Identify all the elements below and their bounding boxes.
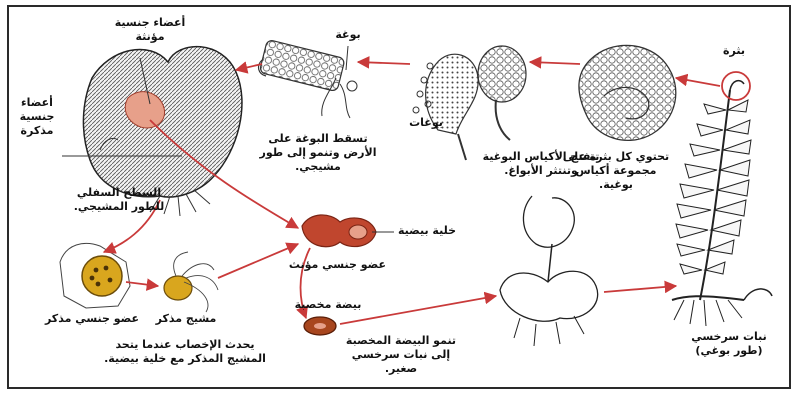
- label-underside-gametophyte: السطح السفلي للطور المشيجي.: [64, 186, 174, 214]
- male-gamete: [164, 252, 218, 312]
- arrow-sorus-to-sporangia: [530, 62, 580, 64]
- label-female-organs: أعضاء جنسية مؤنثة: [110, 16, 190, 44]
- germinating-spore: [259, 39, 357, 118]
- arrow-sporangia-to-spore: [358, 62, 410, 64]
- archegonium-with-egg: [302, 215, 394, 247]
- fertilized-egg: [304, 317, 336, 335]
- label-female-organ: عضو جنسي مؤنث: [290, 258, 386, 272]
- sorus-cluster: [579, 45, 676, 140]
- antheridium-group: [60, 243, 130, 308]
- arrow-young-fern-to-adult: [604, 286, 676, 292]
- label-spore: بوغة: [326, 28, 370, 42]
- label-male-gamete: مشيج مذكر: [150, 312, 222, 326]
- label-zygote-grows: تنمو البيضة المخصبة إلى نبات سرخسي صغير.: [340, 334, 462, 376]
- label-fern-plant: نبات سرخسي (طور بوغي): [688, 330, 770, 358]
- label-male-organs: أعضاء جنسية مذكرة: [14, 96, 60, 138]
- young-sporophyte: [500, 196, 598, 346]
- label-male-organ: عضو جنسي مذكر: [44, 312, 140, 326]
- label-spore-falls: تسقط البوغة على الأرض وتنمو إلى طور مشيج…: [258, 132, 378, 174]
- arrow-fern-to-sorus: [676, 78, 720, 86]
- label-sorus: بثرة: [712, 44, 756, 58]
- label-spores: بوغات: [402, 116, 450, 130]
- sporangia-opening: [413, 46, 526, 160]
- label-fertilized-egg: بيضة مخصبة: [292, 298, 364, 312]
- label-sorus-contains: تحتوي كل بثرة على مجموعة أكياس بوغية.: [560, 150, 672, 192]
- arrow-antheridium-to-gamete: [126, 282, 158, 286]
- label-egg-cell: خلية بيضية: [392, 224, 462, 238]
- label-fertilization: يحدث الإخصاب عندما يتحد المشيج المذكر مع…: [100, 338, 270, 366]
- arrow-gamete-to-archegonium: [218, 244, 298, 278]
- fern-sporophyte: [672, 72, 772, 326]
